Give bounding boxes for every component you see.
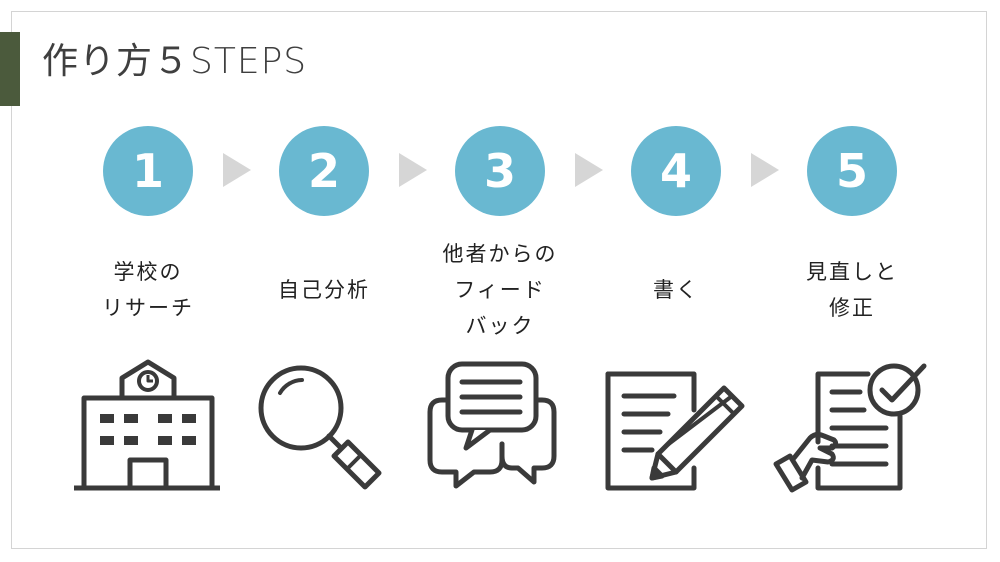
step-3-circle: 3 [455, 126, 545, 216]
page-title: 作り方５STEPS [42, 41, 308, 82]
title-accent-bar [0, 32, 20, 106]
arrow-right-icon [399, 153, 427, 187]
arrow-right-icon [223, 153, 251, 187]
step-4-circle: 4 [631, 126, 721, 216]
arrow-right-icon [751, 153, 779, 187]
step-2-label: 自己分析 [278, 278, 370, 302]
step-1-label: 学校の リサーチ [102, 260, 194, 320]
step-4-label: 書く [653, 278, 699, 302]
magnifying-glass-icon [244, 356, 404, 496]
step-5-circle: 5 [807, 126, 897, 216]
speech-bubbles-icon [420, 356, 580, 496]
arrow-right-icon [575, 153, 603, 187]
school-building-icon [68, 356, 228, 496]
step-5-label: 見直しと 修正 [806, 260, 898, 320]
step-1-circle: 1 [103, 126, 193, 216]
document-check-hand-icon [772, 356, 932, 496]
step-3-label: 他者からの フィード バック [442, 242, 558, 338]
step-2-circle: 2 [279, 126, 369, 216]
document-pencil-icon [596, 356, 756, 496]
